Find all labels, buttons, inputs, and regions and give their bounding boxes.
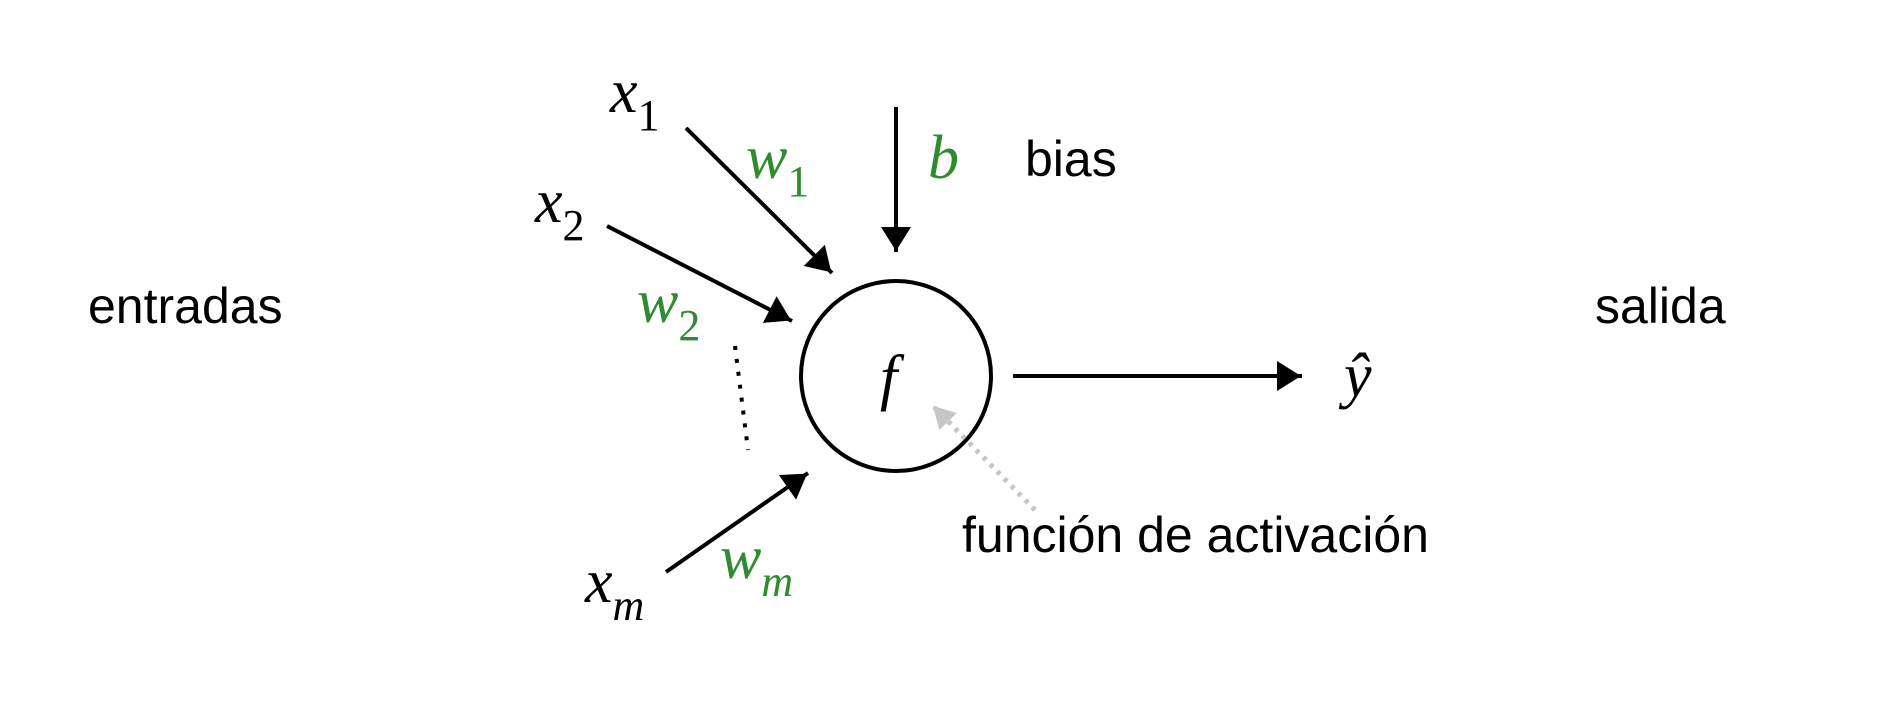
input-x1-arrow [684, 126, 834, 275]
svg-text:wm: wm [720, 524, 793, 606]
ellipsis-dots [733, 345, 750, 451]
bias-symbol: b [928, 124, 959, 192]
svg-text:x1: x1 [609, 58, 660, 140]
input-xm-sub: m [613, 581, 645, 630]
weight-wm-sub: m [761, 557, 793, 606]
input-x2-sub: 2 [563, 201, 585, 250]
input-x1-var: x [609, 58, 638, 126]
weight-wm: wm [720, 524, 793, 606]
neuron-node [799, 279, 993, 473]
weight-wm-var: w [720, 524, 761, 592]
weight-w2: w2 [637, 268, 700, 350]
weight-w2-sub: 2 [678, 301, 700, 350]
input-xm-var: x [584, 548, 613, 616]
inputs-label: entradas [88, 278, 283, 334]
activation-function-symbol: f [880, 344, 905, 412]
input-x2-arrow [606, 224, 793, 323]
output-yhat: ŷ [1338, 342, 1372, 410]
svg-text:x2: x2 [534, 168, 585, 250]
activation-label: función de activación [962, 507, 1429, 563]
svg-text:w2: w2 [637, 268, 700, 350]
weight-w1: w1 [746, 124, 809, 206]
input-x1: x1 [609, 58, 660, 140]
weight-w1-var: w [746, 124, 787, 192]
svg-text:w1: w1 [746, 124, 809, 206]
input-x2: x2 [534, 168, 585, 250]
input-xm: xm [584, 548, 644, 630]
weight-w1-sub: 1 [787, 157, 809, 206]
bias-label: bias [1025, 131, 1117, 187]
input-xm-arrow [664, 471, 810, 574]
weight-w2-var: w [637, 268, 678, 336]
activation-pointer-arrow [930, 403, 1037, 512]
svg-text:xm: xm [584, 548, 644, 630]
input-x2-var: x [534, 168, 563, 236]
output-label: salida [1595, 278, 1726, 334]
input-x1-sub: 1 [638, 91, 660, 140]
